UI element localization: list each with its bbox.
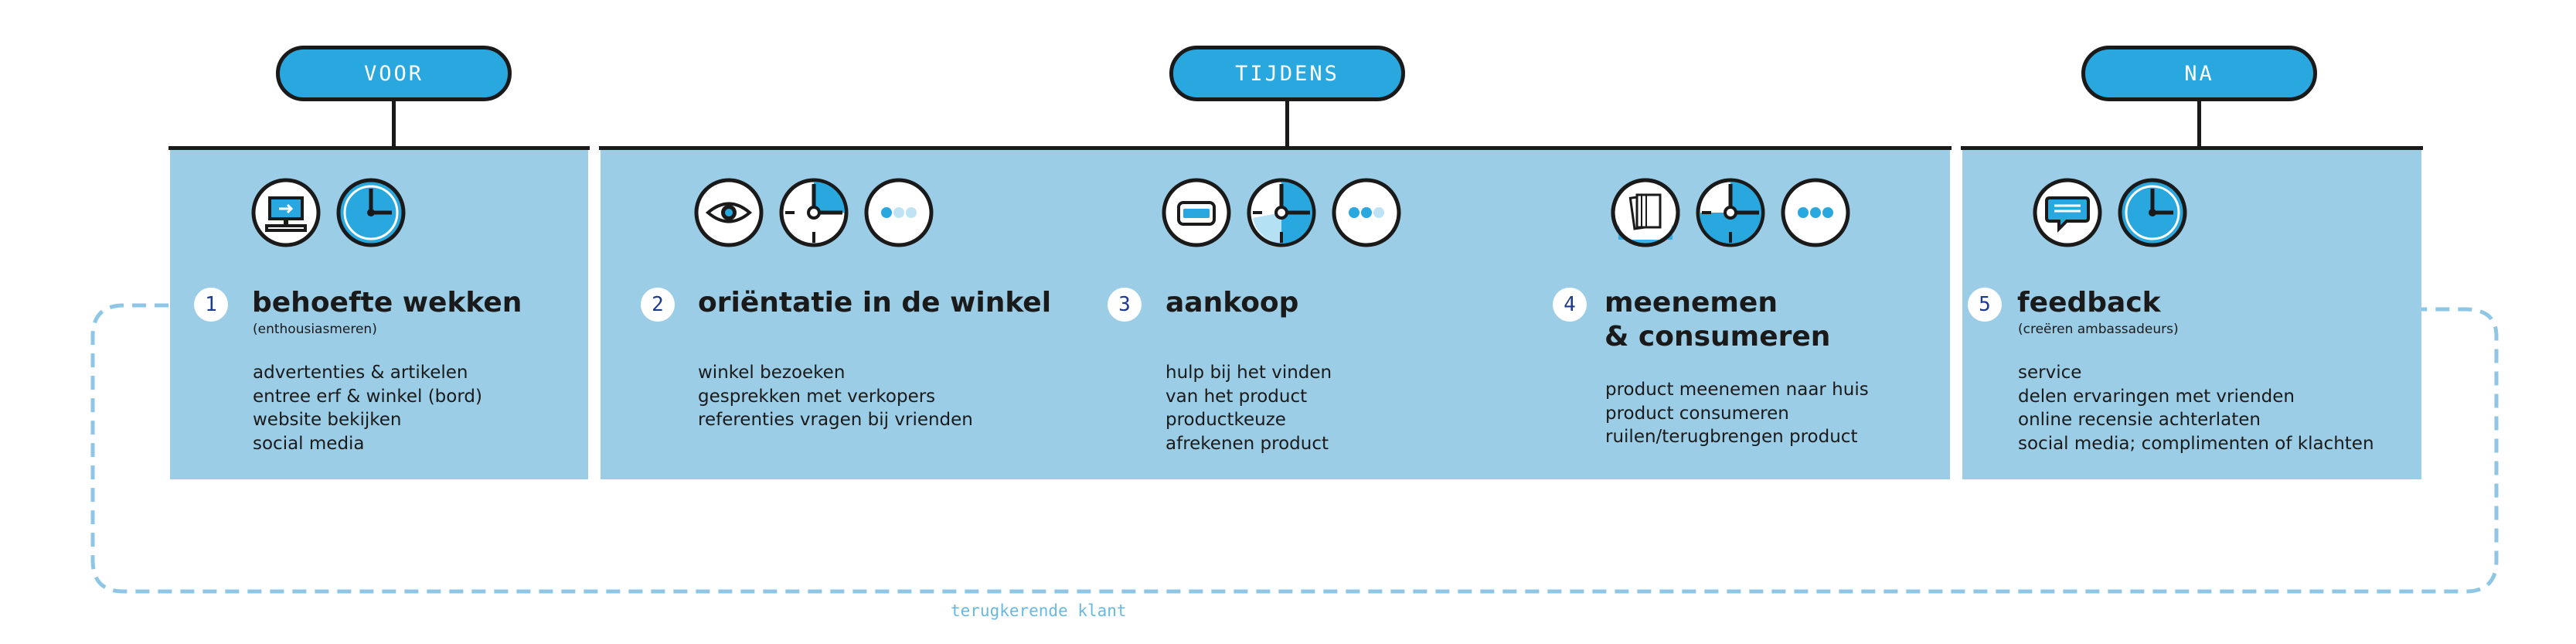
shopping-bag-icon bbox=[1611, 178, 1680, 247]
step-2-title: oriëntatie in de winkel bbox=[698, 287, 1052, 319]
step-4-number: 4 bbox=[1553, 288, 1587, 322]
clock-three-quarter-icon bbox=[1696, 178, 1765, 247]
list-item: website bekijken bbox=[253, 410, 402, 430]
list-item: productkeuze bbox=[1165, 410, 1286, 430]
step-3-list: hulp bij het vinden van het product prod… bbox=[1165, 361, 1332, 455]
speech-bubble-icon bbox=[2033, 178, 2102, 247]
list-item: service bbox=[2018, 363, 2082, 383]
step-1-title: behoefte wekken bbox=[252, 287, 522, 319]
phase-tijdens-connector bbox=[1285, 101, 1289, 148]
computer-screen-icon bbox=[251, 178, 321, 247]
step-3-title: aankoop bbox=[1165, 287, 1299, 319]
list-item: referenties vragen bij vrienden bbox=[698, 410, 973, 430]
list-item: advertenties & artikelen bbox=[253, 363, 468, 383]
progress-dots-3-icon bbox=[1781, 178, 1850, 247]
step-2-list: winkel bezoeken gesprekken met verkopers… bbox=[698, 361, 973, 432]
returning-customer-label: terugkerende klant bbox=[951, 601, 1127, 620]
step-5-subtitle: (creëren ambassadeurs) bbox=[2018, 322, 2179, 337]
step-3-number: 3 bbox=[1108, 288, 1142, 322]
list-item: product consumeren bbox=[1605, 403, 1789, 424]
step-4-title: meenemen & consumeren bbox=[1604, 287, 1831, 353]
phase-tijdens-label: TIJDENS bbox=[1169, 46, 1405, 101]
list-item: van het product bbox=[1165, 386, 1308, 407]
phase-tijdens-bracket bbox=[599, 146, 1952, 150]
phase-voor-bracket bbox=[168, 146, 590, 150]
list-item: social media bbox=[253, 433, 365, 454]
clock-half-icon bbox=[1247, 178, 1316, 247]
phase-na-bracket bbox=[1961, 146, 2423, 150]
list-item: ruilen/terugbrengen product bbox=[1605, 427, 1858, 447]
list-item: gesprekken met verkopers bbox=[698, 386, 936, 407]
phase-na-label: NA bbox=[2081, 46, 2317, 101]
list-item: entree erf & winkel (bord) bbox=[253, 386, 482, 407]
phase-voor-connector bbox=[392, 101, 396, 148]
step-1-subtitle: (enthousiasmeren) bbox=[253, 322, 377, 337]
step-4-list: product meenemen naar huis product consu… bbox=[1605, 378, 1869, 449]
phase-voor-label: VOOR bbox=[276, 46, 512, 101]
clock-full-icon bbox=[2118, 178, 2187, 247]
progress-dots-2-icon bbox=[1332, 178, 1401, 247]
clock-quarter-icon bbox=[779, 178, 849, 247]
progress-dots-1-icon bbox=[864, 178, 934, 247]
list-item: hulp bij het vinden bbox=[1165, 363, 1332, 383]
list-item: social media; complimenten of klachten bbox=[2018, 433, 2374, 454]
eye-icon bbox=[694, 178, 764, 247]
payment-card-icon bbox=[1162, 178, 1231, 247]
phase-na-connector bbox=[2197, 101, 2201, 148]
clock-icon bbox=[336, 178, 406, 247]
list-item: winkel bezoeken bbox=[698, 363, 846, 383]
step-5-title: feedback bbox=[2017, 287, 2161, 319]
list-item: afrekenen product bbox=[1165, 433, 1329, 454]
step-1-number: 1 bbox=[194, 288, 228, 322]
step-5-list: service delen ervaringen met vrienden on… bbox=[2018, 361, 2374, 455]
list-item: delen ervaringen met vrienden bbox=[2018, 386, 2295, 407]
step-5-number: 5 bbox=[1968, 288, 2002, 322]
list-item: product meenemen naar huis bbox=[1605, 380, 1869, 400]
step-2-number: 2 bbox=[641, 288, 675, 322]
list-item: online recensie achterlaten bbox=[2018, 410, 2261, 430]
step-1-list: advertenties & artikelen entree erf & wi… bbox=[253, 361, 482, 455]
